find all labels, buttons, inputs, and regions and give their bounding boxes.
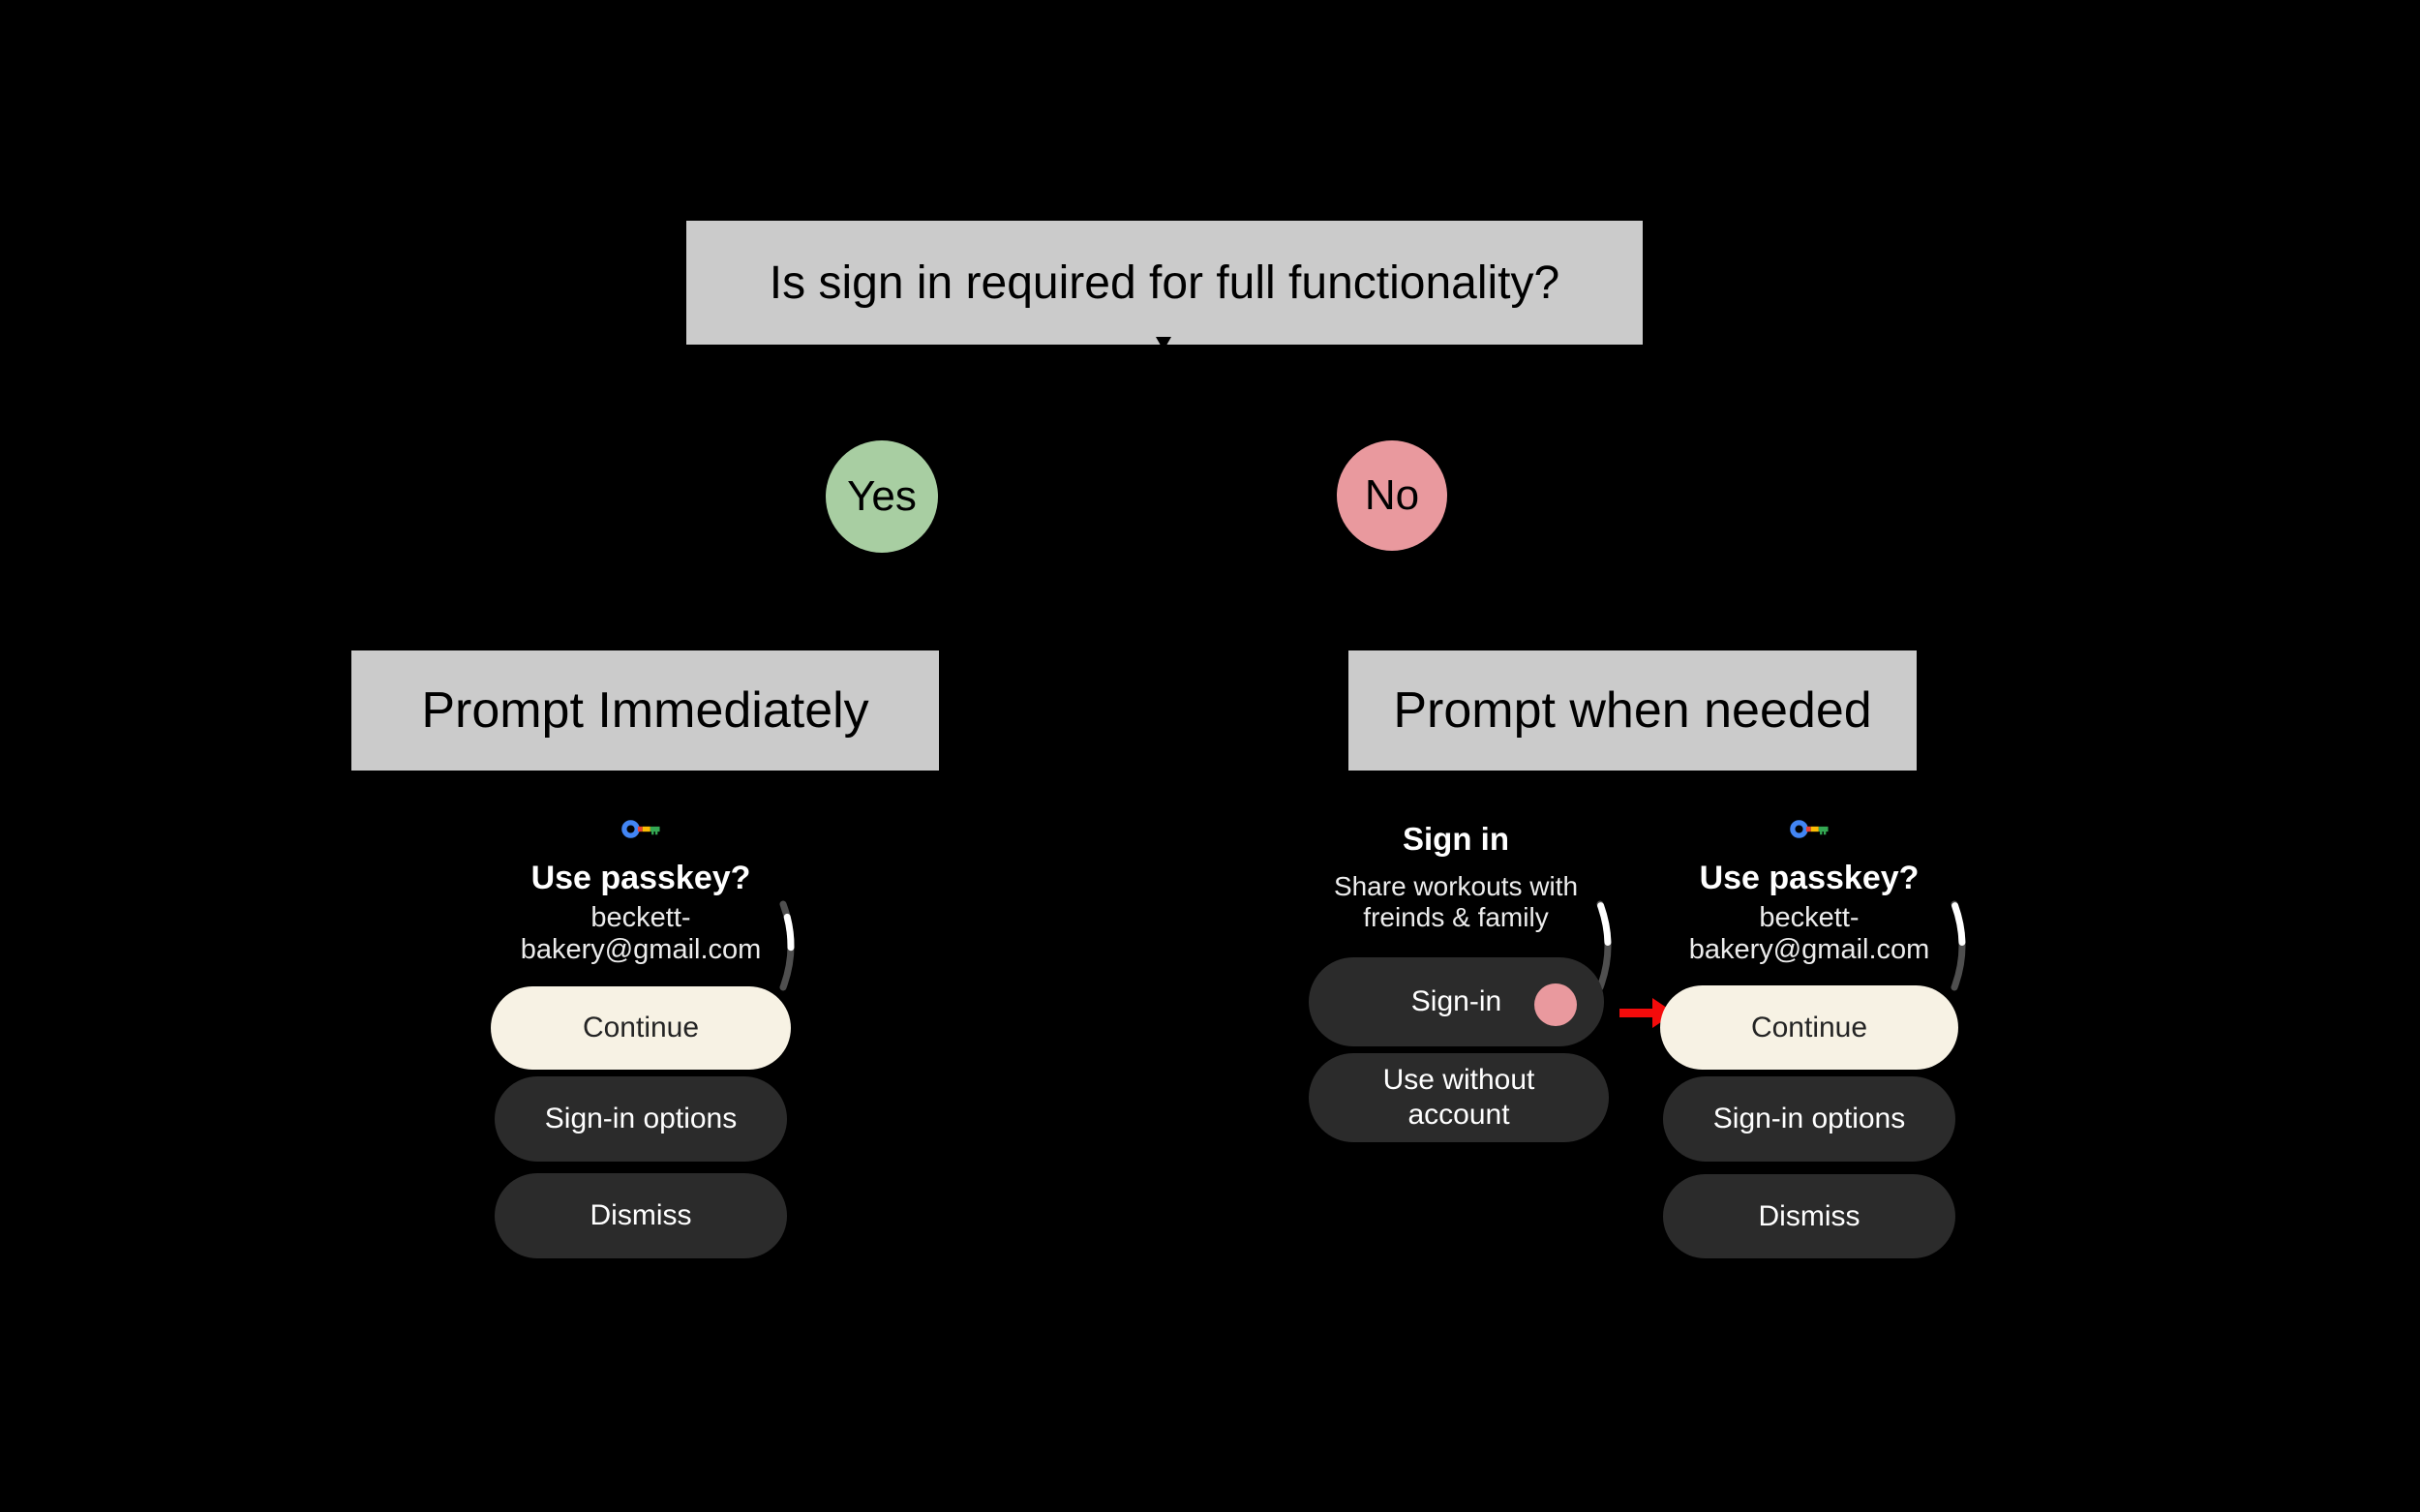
- signin-heading: Sign in: [1403, 821, 1509, 857]
- sign-in-options-label: Sign-in options: [544, 1103, 738, 1134]
- use-without-account-line2: account: [1407, 1099, 1510, 1131]
- prompt-when-needed-label: Prompt when needed: [1393, 682, 1872, 739]
- account-email: beckett- bakery@gmail.com: [474, 902, 807, 966]
- watch-screen-passkey-after-tap: Use passkey? beckett- bakery@gmail.com C…: [1643, 813, 1976, 1278]
- sign-in-options-button[interactable]: Sign-in options: [495, 1076, 787, 1162]
- tap-indicator-dot: [1534, 983, 1577, 1026]
- passkey-heading: Use passkey?: [530, 860, 751, 896]
- signin-description-line2: freinds & family: [1363, 902, 1549, 932]
- watch-screen-signin-prompt: Sign in Share workouts with freinds & fa…: [1289, 813, 1622, 1162]
- sign-in-button-label: Sign-in: [1410, 985, 1502, 1017]
- continue-button-label: Continue: [1750, 1011, 1868, 1043]
- scrollbar-indicator[interactable]: [1595, 900, 1620, 991]
- watch-screen-passkey-immediate: Use passkey? beckett- bakery@gmail.com C…: [474, 813, 807, 1278]
- sign-in-options-button[interactable]: Sign-in options: [1663, 1076, 1955, 1162]
- passkey-key-icon: [1790, 820, 1829, 838]
- dismiss-button[interactable]: Dismiss: [495, 1173, 787, 1258]
- prompt-immediately-label: Prompt Immediately: [421, 682, 869, 739]
- prompt-when-needed-node: Prompt when needed: [1348, 650, 1917, 771]
- signin-description-line1: Share workouts with: [1333, 871, 1579, 901]
- passkey-key-icon: [621, 820, 660, 838]
- scrollbar-indicator[interactable]: [778, 900, 803, 991]
- sign-in-options-label: Sign-in options: [1712, 1103, 1906, 1134]
- account-email-line2: bakery@gmail.com: [520, 934, 762, 965]
- no-branch-node: No: [1337, 440, 1447, 551]
- account-email-line2: bakery@gmail.com: [1688, 934, 1930, 965]
- continue-button[interactable]: Continue: [1660, 985, 1958, 1070]
- account-email: beckett- bakery@gmail.com: [1643, 902, 1976, 966]
- use-without-account-line1: Use without: [1382, 1064, 1535, 1096]
- dismiss-button-label: Dismiss: [1758, 1199, 1860, 1232]
- account-email-line1: beckett-: [1759, 902, 1860, 933]
- sign-in-button[interactable]: Sign-in: [1309, 957, 1604, 1046]
- continue-button-label: Continue: [582, 1012, 700, 1043]
- prompt-immediately-node: Prompt Immediately: [351, 650, 939, 771]
- signin-description: Share workouts with freinds & family: [1289, 871, 1622, 933]
- no-label: No: [1364, 471, 1420, 519]
- dismiss-button[interactable]: Dismiss: [1663, 1174, 1955, 1258]
- use-without-account-button[interactable]: Use without account: [1309, 1053, 1609, 1142]
- scrollbar-indicator[interactable]: [1950, 900, 1975, 991]
- question-node: Is sign in required for full functionali…: [686, 221, 1643, 345]
- passkey-heading: Use passkey?: [1699, 860, 1920, 896]
- yes-label: Yes: [847, 472, 917, 520]
- connector-arrowhead: [1156, 337, 1171, 350]
- dismiss-button-label: Dismiss: [590, 1199, 692, 1231]
- account-email-line1: beckett-: [590, 902, 691, 933]
- yes-branch-node: Yes: [826, 440, 938, 553]
- continue-button[interactable]: Continue: [491, 986, 791, 1070]
- question-text: Is sign in required for full functionali…: [769, 257, 1560, 309]
